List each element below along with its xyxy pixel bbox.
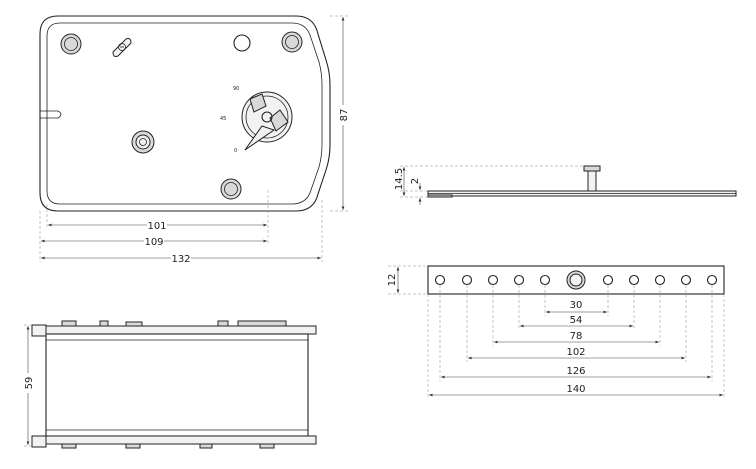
dim-59: 59 (24, 377, 35, 390)
housing-side-view: 59 (21, 320, 317, 449)
shaft-adapter-hole-pattern-view: 12 30 54 78 102 126 140 (387, 265, 725, 399)
top-view: 90 45 0 101 109 132 87 (39, 15, 350, 265)
shaft-adapter-side-view: 14.5 2 (394, 165, 737, 205)
connector-knob (131, 130, 155, 154)
dim-87: 87 (339, 109, 350, 122)
scale-label-bottom: 0 (234, 148, 237, 154)
actuator-housing-outer (39, 15, 331, 212)
dim-126: 126 (566, 366, 585, 377)
mount-hole-top-right (281, 31, 303, 53)
mount-hole-top-left (60, 33, 82, 55)
dim-12: 12 (387, 274, 398, 287)
adapter-holes (434, 274, 718, 286)
dim-101: 101 (147, 221, 166, 232)
dim-14-5: 14.5 (394, 168, 405, 190)
dim-140: 140 (566, 384, 585, 395)
dim-78: 78 (570, 331, 583, 342)
manual-override-screw (112, 38, 132, 57)
scale-label-mid: 45 (220, 116, 226, 122)
dim-109: 109 (144, 237, 163, 248)
center-shaft-boss (566, 270, 586, 290)
dim-54: 54 (570, 315, 583, 326)
scale-label-top: 90 (233, 86, 239, 92)
output-shaft-clamp (241, 91, 293, 151)
dim-132: 132 (171, 254, 190, 265)
actuator-housing-inner (46, 22, 323, 205)
dim-2: 2 (410, 178, 421, 184)
indicator-hole (233, 34, 251, 52)
mount-hole-bottom (220, 178, 242, 200)
dim-102: 102 (566, 347, 585, 358)
dim-30: 30 (570, 300, 583, 311)
cable-notch (40, 110, 62, 119)
